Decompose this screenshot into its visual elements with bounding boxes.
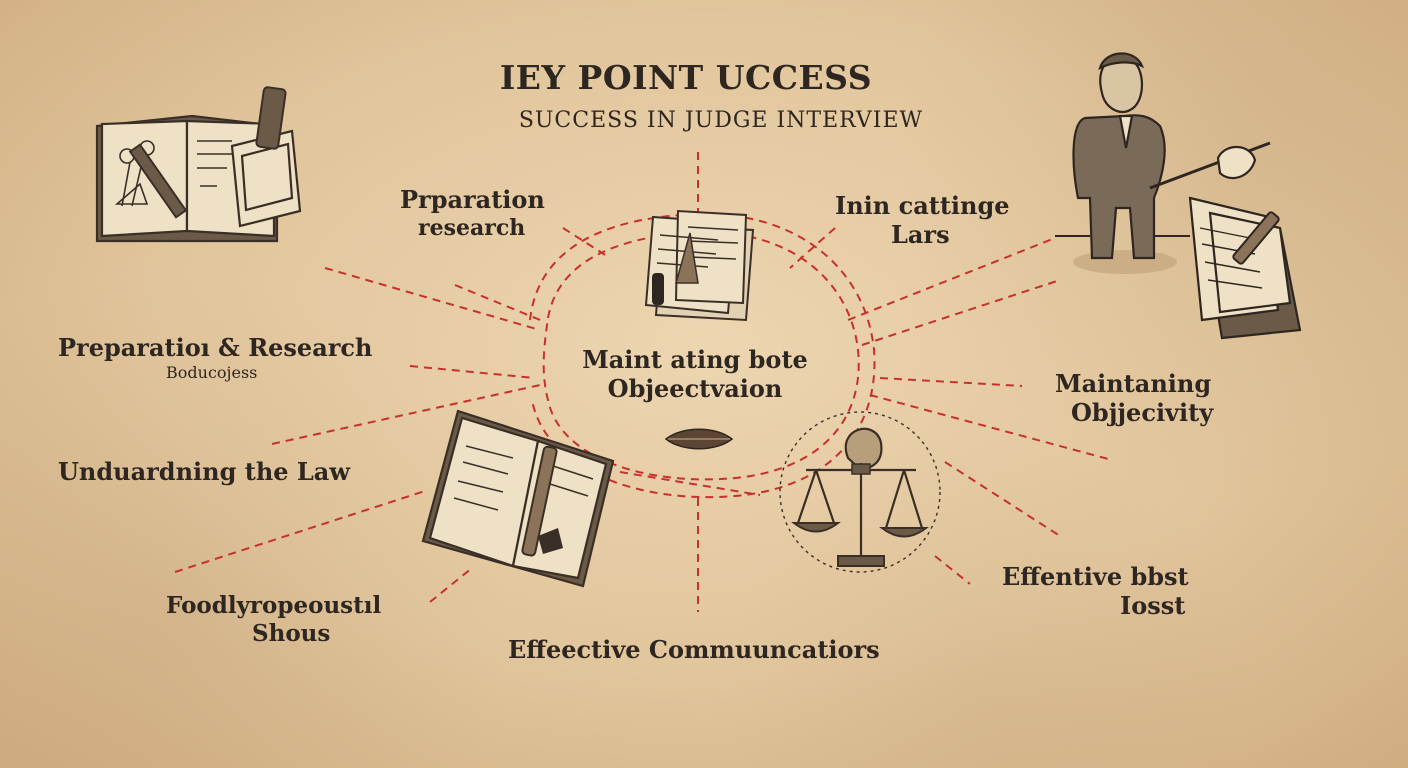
- diagram-subtitle: SUCCESS IN JUDGE INTERVIEW: [518, 108, 924, 133]
- notebook-pen-icon: [421, 409, 615, 588]
- label-top-right: Inin cattinge Lars: [835, 191, 1010, 249]
- label-maintaining-objectivity: Maintaning Objjecivity: [1055, 369, 1214, 427]
- diagram-title: IEY POINT UCCESS: [499, 58, 873, 97]
- label-bottom-right: Effentive bbst Iosst: [1002, 562, 1189, 620]
- label-effective-communication: Effeective Commuuncatiors: [508, 635, 880, 664]
- open-book-pen-icon: [95, 86, 302, 243]
- label-preparation-research-left: Preparatioı & Research Boducojess: [58, 333, 373, 382]
- scales-of-justice-icon: [779, 411, 941, 573]
- center-label: Maint ating bote Objeectvaion: [582, 345, 808, 403]
- label-understanding-law: Unduardning the Law: [58, 457, 350, 486]
- documents-stack-icon: [644, 209, 755, 322]
- label-preparation-research-top: Prparation research: [400, 185, 545, 241]
- label-bottom-left: Foodlyropeoustıl Shous: [166, 592, 382, 647]
- judge-figure-icon: [1055, 52, 1302, 340]
- leaf-icon: [664, 428, 734, 450]
